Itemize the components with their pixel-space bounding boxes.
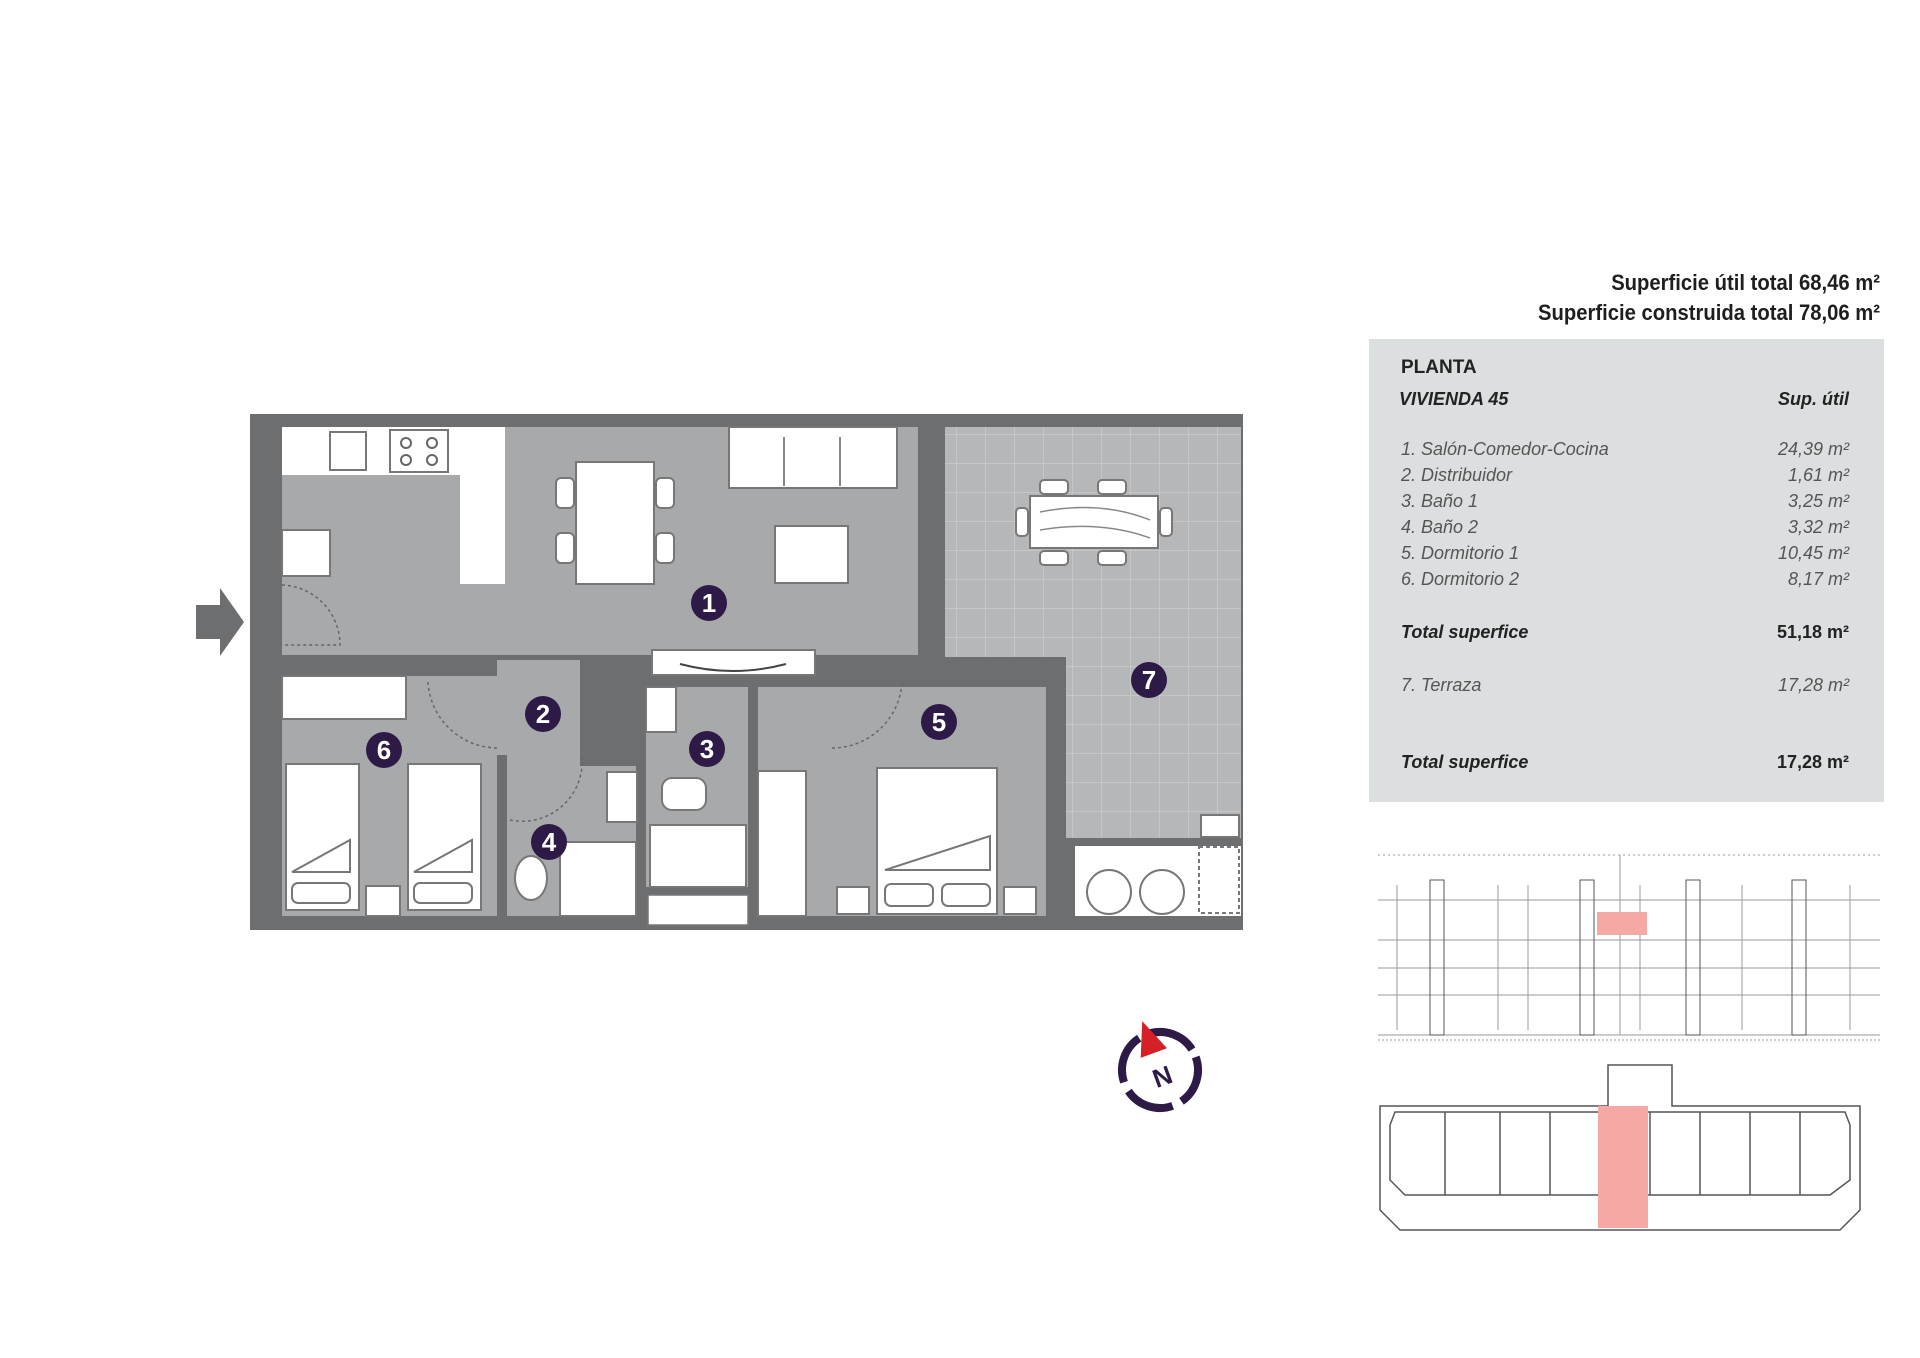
svg-text:3: 3 <box>700 734 714 764</box>
door-dorm2 <box>427 681 499 749</box>
svg-text:4: 4 <box>542 827 557 857</box>
table-row: 2. Distribuidor 1,61 m² <box>1401 465 1849 486</box>
shower <box>559 841 637 917</box>
sofa <box>728 426 898 489</box>
total-label: Total superfice <box>1401 752 1529 772</box>
washbasin <box>645 686 677 733</box>
compass-icon: N <box>1118 1021 1202 1112</box>
wall <box>250 655 497 676</box>
room-value: 17,28 m² <box>1777 675 1849 695</box>
table-row: 3. Baño 1 3,25 m² <box>1401 491 1849 512</box>
vivienda-label: VIVIENDA 45 <box>1399 389 1509 409</box>
wall <box>918 414 945 664</box>
sink-icon <box>329 431 367 471</box>
terrace-table <box>1029 495 1159 549</box>
wardrobe <box>757 770 807 917</box>
door-entrance <box>281 584 341 646</box>
utility-sink <box>1198 846 1240 914</box>
room-label: 1. Salón-Comedor-Cocina <box>1401 439 1609 459</box>
wall <box>580 746 636 756</box>
door-bano2 <box>509 755 583 823</box>
fridge <box>281 529 331 577</box>
room-value: 8,17 m² <box>1787 569 1849 589</box>
room-value: 24,39 m² <box>1777 439 1849 459</box>
room-label: 2. Distribuidor <box>1401 465 1513 485</box>
unit-highlight-site <box>1598 1106 1648 1228</box>
total-row-terrace: Total superfice 17,28 m² <box>1401 752 1849 773</box>
planta-heading: PLANTA <box>1401 357 1477 378</box>
wall <box>580 677 643 687</box>
bathtub <box>649 824 747 888</box>
badge-2: 2 <box>525 696 561 732</box>
svg-text:6: 6 <box>377 735 391 765</box>
svg-text:5: 5 <box>932 707 946 737</box>
total-value: 51,18 m² <box>1776 622 1849 642</box>
room-label: 3. Baño 1 <box>1401 491 1479 511</box>
washbasin <box>606 771 638 823</box>
building-elevation-diagram <box>1378 854 1880 1041</box>
svg-text:N: N <box>1148 1059 1176 1094</box>
unit-highlight-elevation <box>1597 912 1647 935</box>
svg-text:2: 2 <box>536 699 550 729</box>
shower-tray <box>647 894 749 926</box>
dining-table <box>575 461 655 585</box>
wall <box>497 755 507 930</box>
wall <box>918 657 1066 682</box>
table-row: 1. Salón-Comedor-Cocina 24,39 m² <box>1401 439 1849 460</box>
wall <box>748 677 758 930</box>
total-row-interior: Total superfice 51,18 m² <box>1401 622 1849 643</box>
toilet <box>661 777 707 811</box>
building-site-plan-diagram <box>1379 1064 1861 1231</box>
badge-6: 6 <box>366 732 402 768</box>
sup-util-header: Sup. útil <box>1778 389 1849 409</box>
table-row: 4. Baño 2 3,32 m² <box>1401 517 1849 538</box>
toilet <box>514 855 548 901</box>
room-value: 1,61 m² <box>1787 465 1849 485</box>
room-label: 5. Dormitorio 1 <box>1401 543 1520 563</box>
washer <box>1086 869 1132 915</box>
terrace-open-side <box>1243 414 1259 930</box>
badge-3: 3 <box>689 731 725 767</box>
badge-7: 7 <box>1131 662 1167 698</box>
svg-text:7: 7 <box>1142 665 1156 695</box>
area-table: PLANTA VIVIENDA 45 Sup. útil 1. Salón-Co… <box>1369 339 1884 802</box>
table-row: 6. Dormitorio 2 8,17 m² <box>1401 569 1849 590</box>
room-label: 4. Baño 2 <box>1401 517 1479 537</box>
entrance-arrow-icon <box>196 588 244 656</box>
room-value: 10,45 m² <box>1777 543 1849 563</box>
dryer <box>1139 869 1185 915</box>
table-row: 7. Terraza 17,28 m² <box>1401 675 1849 696</box>
room-label: 6. Dormitorio 2 <box>1401 569 1520 589</box>
wall <box>580 677 590 757</box>
table-row: 5. Dormitorio 1 10,45 m² <box>1401 543 1849 564</box>
superficie-util-total: Superficie útil total 68,46 m² <box>1611 270 1880 295</box>
badge-1: 1 <box>691 585 727 621</box>
total-value: 17,28 m² <box>1776 752 1849 772</box>
superficie-construida-total: Superficie construida total 78,06 m² <box>1538 300 1880 325</box>
badge-5: 5 <box>921 704 957 740</box>
table-header: VIVIENDA 45 Sup. útil <box>1399 389 1849 410</box>
svg-text:1: 1 <box>702 588 716 618</box>
door-dorm1 <box>831 681 903 749</box>
surface-totals: Superficie útil total 68,46 m² Superfici… <box>1457 268 1880 328</box>
wall <box>636 677 646 930</box>
wall <box>758 677 838 687</box>
total-label: Total superfice <box>1401 622 1529 642</box>
coffee-table <box>774 525 849 584</box>
stove-icon <box>389 429 449 473</box>
badge-4: 4 <box>531 824 567 860</box>
room-label: 7. Terraza <box>1401 675 1482 695</box>
wall <box>1046 657 1066 930</box>
wardrobe <box>281 675 407 720</box>
room-value: 3,25 m² <box>1787 491 1849 511</box>
room-value: 3,32 m² <box>1787 517 1849 537</box>
